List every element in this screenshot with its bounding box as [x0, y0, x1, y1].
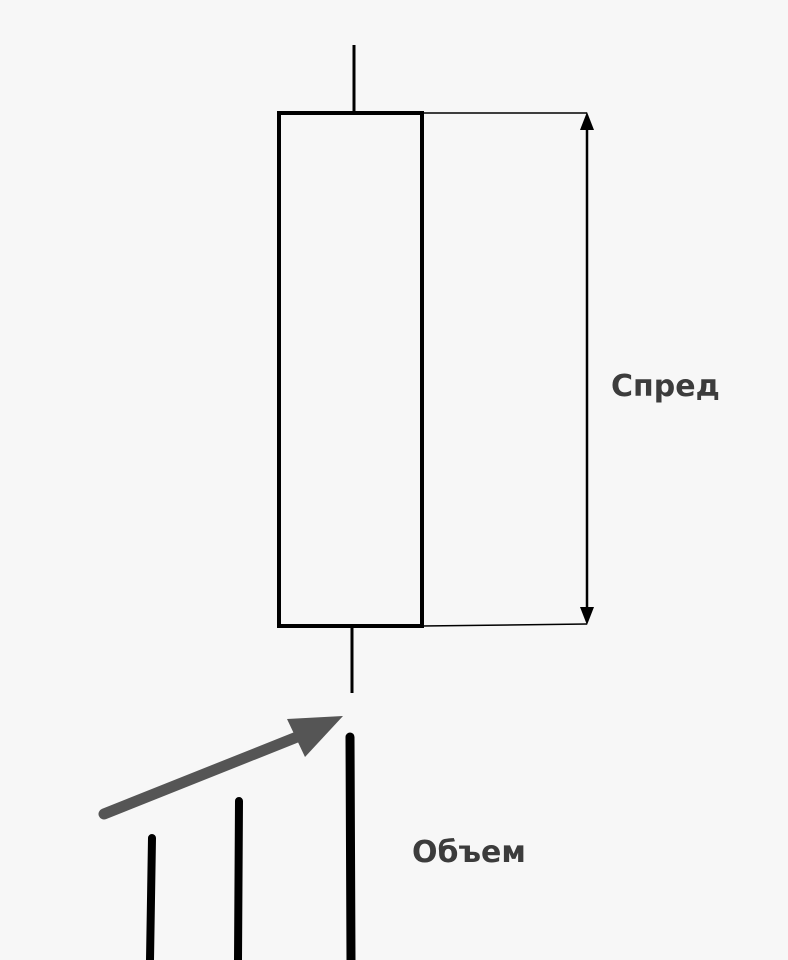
spread-bottom-extension-line: [421, 623, 588, 627]
volume-bars: [146, 732, 356, 960]
spread-label: Спред: [611, 369, 720, 404]
volume-bar-2: [234, 797, 243, 960]
spread-arrowhead-bottom: [580, 607, 594, 625]
volume-arrow-shaft: [98, 729, 308, 820]
candle-body: [277, 111, 424, 628]
volume-arrowhead: [287, 716, 343, 757]
volume-increase-arrow: [98, 716, 343, 820]
volume-bar-3: [345, 732, 356, 960]
spread-arrowhead-top: [580, 112, 594, 130]
candlestick: [277, 45, 424, 693]
volume-bar-1: [146, 834, 156, 960]
volume-label: Объем: [412, 835, 526, 870]
spread-dimension: Спред: [421, 112, 720, 627]
